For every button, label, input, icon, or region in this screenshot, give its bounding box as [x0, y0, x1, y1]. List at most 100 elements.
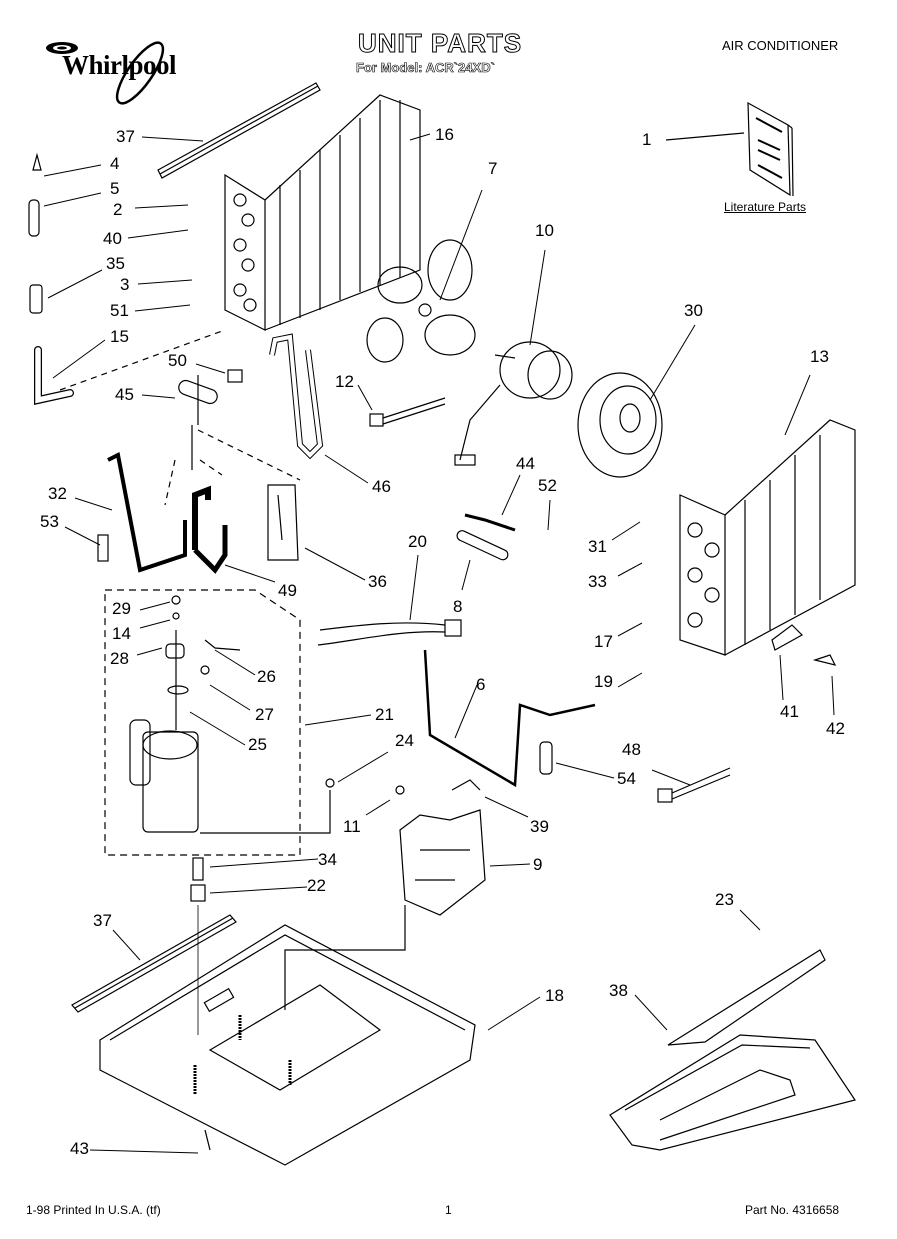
callout-50: 50 [168, 351, 187, 370]
whirlpool-swirl-icon [46, 41, 165, 105]
callout-53: 53 [40, 512, 59, 531]
callout-7: 7 [488, 159, 498, 178]
clip-42 [812, 654, 837, 666]
callout-34: 34 [318, 850, 337, 869]
brand-name: Whirlpool [62, 50, 177, 80]
callout-54: 54 [617, 769, 636, 788]
print-info: 1-98 Printed In U.S.A. (tf) [26, 1203, 161, 1217]
callout-22: 22 [307, 876, 326, 895]
callout-26: 26 [257, 667, 276, 686]
cap-part [32, 152, 42, 171]
deflector-23 [667, 949, 826, 1046]
callout-41: 41 [780, 702, 799, 721]
reversing-valve [178, 375, 218, 470]
callout-25: 25 [248, 735, 267, 754]
callout-13: 13 [810, 347, 829, 366]
callout-17: 17 [594, 632, 613, 651]
callout-29: 29 [112, 599, 131, 618]
callout-44: 44 [516, 454, 535, 473]
capillary-tube-6 [423, 649, 596, 788]
assembly-guides [59, 329, 301, 506]
literature-parts-label: Literature Parts [724, 200, 807, 214]
whirlpool-logo: Whirlpool [30, 38, 200, 108]
sleeve-8 [456, 530, 509, 561]
tube-32 [107, 452, 187, 573]
callout-19: 19 [594, 672, 613, 691]
page-number: 1 [445, 1203, 452, 1217]
callout-10: 10 [535, 221, 554, 240]
callout-3: 3 [120, 275, 130, 294]
tube-44 [464, 513, 516, 532]
callout-9: 9 [533, 855, 543, 874]
callout-8: 8 [453, 597, 463, 616]
callout-1: 1 [642, 130, 652, 149]
callout-12: 12 [335, 372, 354, 391]
callout-5: 5 [110, 179, 120, 198]
blower-wheel [577, 372, 663, 478]
leader-lines [43, 133, 835, 1154]
page-title: UNIT PARTS [357, 28, 523, 59]
callout-43: 43 [70, 1139, 89, 1158]
callout-37-bottom: 37 [93, 911, 112, 930]
callout-27: 27 [255, 705, 274, 724]
rail-part [157, 82, 321, 179]
callout-36: 36 [368, 572, 387, 591]
callout-48: 48 [622, 740, 641, 759]
callout-38: 38 [609, 981, 628, 1000]
bracket-50 [227, 369, 243, 383]
callout-45: 45 [115, 385, 134, 404]
callout-33: 33 [588, 572, 607, 591]
tube-part [28, 199, 40, 237]
spacer-34 [192, 857, 204, 881]
callout-24: 24 [395, 731, 414, 750]
callout-14: 14 [112, 624, 131, 643]
grommet-22 [190, 884, 206, 902]
callout-46: 46 [372, 477, 391, 496]
rail-part-bottom [71, 914, 237, 1013]
bracket-41 [771, 624, 803, 651]
callout-20: 20 [408, 532, 427, 551]
callout-16: 16 [435, 125, 454, 144]
callout-35: 35 [106, 254, 125, 273]
callout-2: 2 [113, 200, 123, 219]
cable-tie-48 [657, 767, 731, 803]
tube-36 [267, 484, 299, 561]
compressor-kit-boundary [104, 589, 301, 856]
document-type: AIR CONDITIONER [722, 38, 839, 53]
insulator-54 [539, 741, 553, 775]
callout-39: 39 [530, 817, 549, 836]
sleeve-53 [97, 534, 109, 562]
callout-32: 32 [48, 484, 67, 503]
callout-37: 37 [116, 127, 135, 146]
callout-51: 51 [110, 301, 129, 320]
tube-49 [192, 485, 211, 550]
callout-15: 15 [110, 327, 129, 346]
callout-18: 18 [545, 986, 564, 1005]
callout-23: 23 [715, 890, 734, 909]
leader-line [665, 132, 745, 141]
callout-52: 52 [538, 476, 557, 495]
cable-tie-12 [369, 397, 446, 427]
model-line: For Model: ACR`24XD` [356, 60, 496, 76]
condenser-coil [224, 94, 421, 331]
callout-42: 42 [826, 719, 845, 738]
fan-motor [454, 341, 573, 466]
wire-harness [317, 619, 462, 646]
tube-assembly-46 [269, 333, 324, 460]
part-number: Part No. 4316658 [745, 1203, 840, 1217]
compressor [129, 595, 335, 834]
control-bracket [284, 779, 486, 1010]
connector-part [29, 284, 43, 314]
callout-28: 28 [110, 649, 129, 668]
callout-40: 40 [103, 229, 122, 248]
screw-43 [204, 1129, 211, 1151]
fan-blade [366, 239, 476, 363]
callout-6: 6 [476, 675, 486, 694]
callout-4: 4 [110, 154, 120, 173]
callout-30: 30 [684, 301, 703, 320]
base-pan [99, 924, 476, 1166]
base-frame-38 [609, 1034, 856, 1151]
evaporator-coil [679, 419, 856, 656]
callout-21: 21 [375, 705, 394, 724]
